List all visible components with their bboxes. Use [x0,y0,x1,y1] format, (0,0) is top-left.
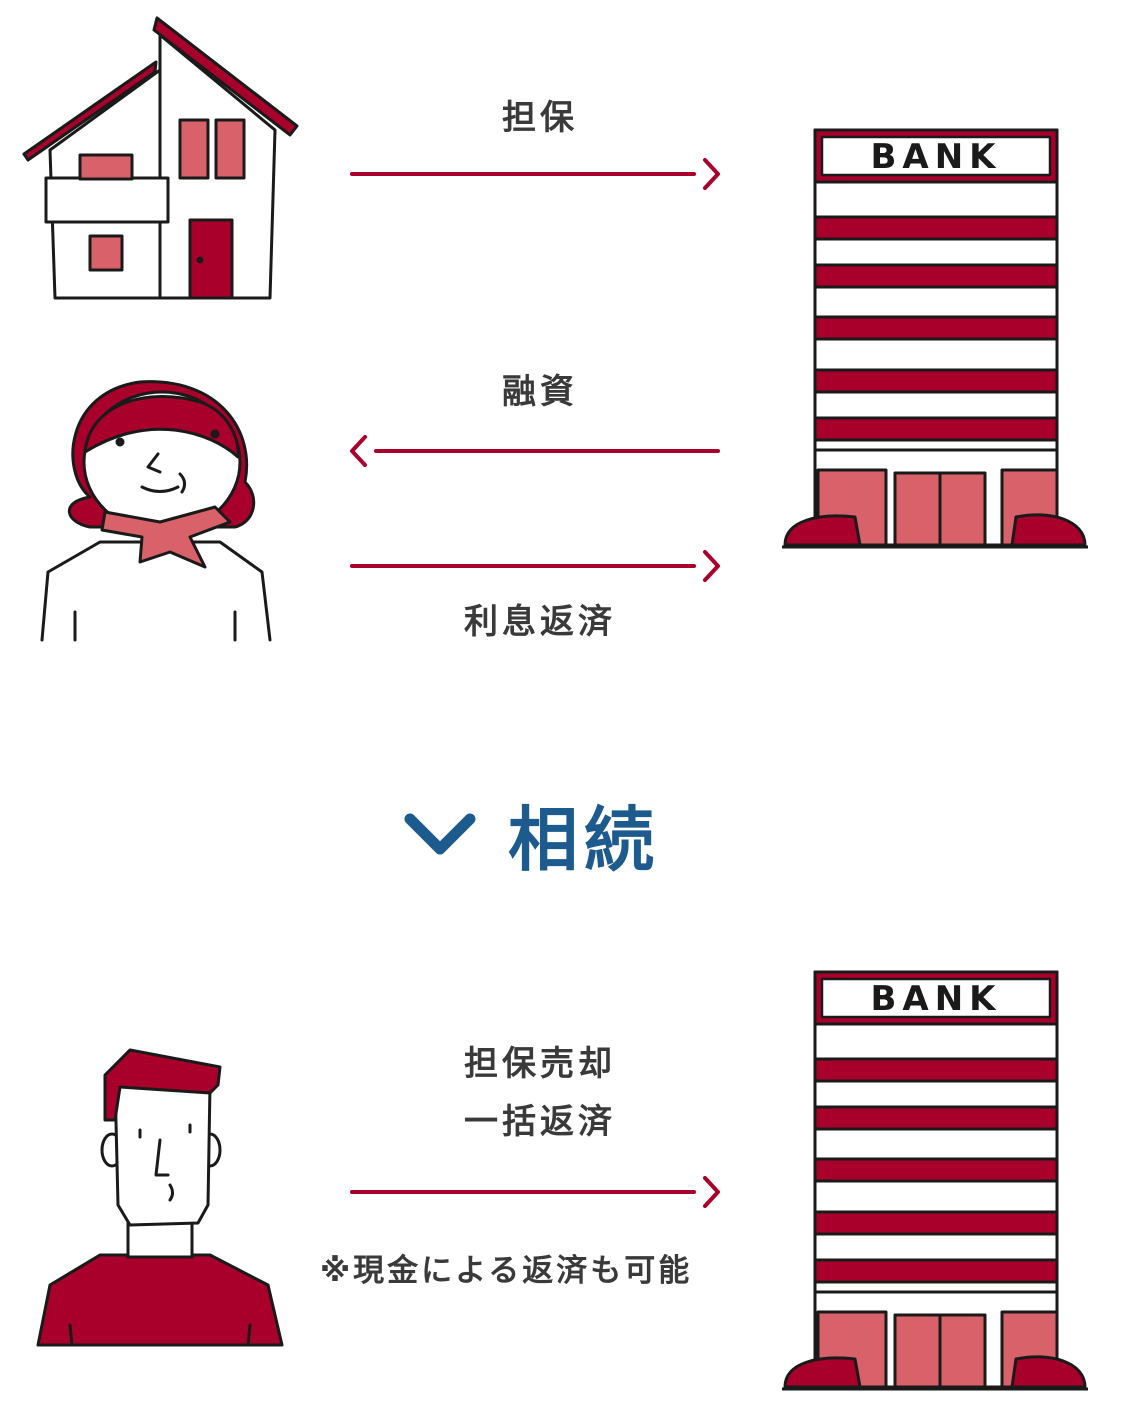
house-icon [22,16,299,300]
arrow-right-collateral [350,158,720,190]
label-lump-sum-repayment: 一括返済 [464,1102,616,1142]
chevron-down-icon [404,813,476,855]
elderly-woman-icon [40,380,272,642]
arrow-left-loan [350,435,720,467]
arrow-right-lump-sum [350,1176,720,1208]
arrow-right-interest [350,550,720,582]
bank-sign-text: BANK [870,979,1001,1019]
young-man-icon [36,1048,284,1347]
label-loan: 融資 [502,372,578,412]
bank-building-icon: BANK [782,970,1088,1391]
cash-repayment-note: ※現金による返済も可能 [320,1253,693,1289]
inheritance-heading: 相続 [508,799,660,881]
label-collateral: 担保 [502,98,578,138]
bank-building-icon: BANK [782,128,1088,549]
bank-sign-text: BANK [870,137,1001,177]
label-collateral-sale: 担保売却 [464,1044,616,1084]
label-interest-repayment: 利息返済 [464,602,616,642]
